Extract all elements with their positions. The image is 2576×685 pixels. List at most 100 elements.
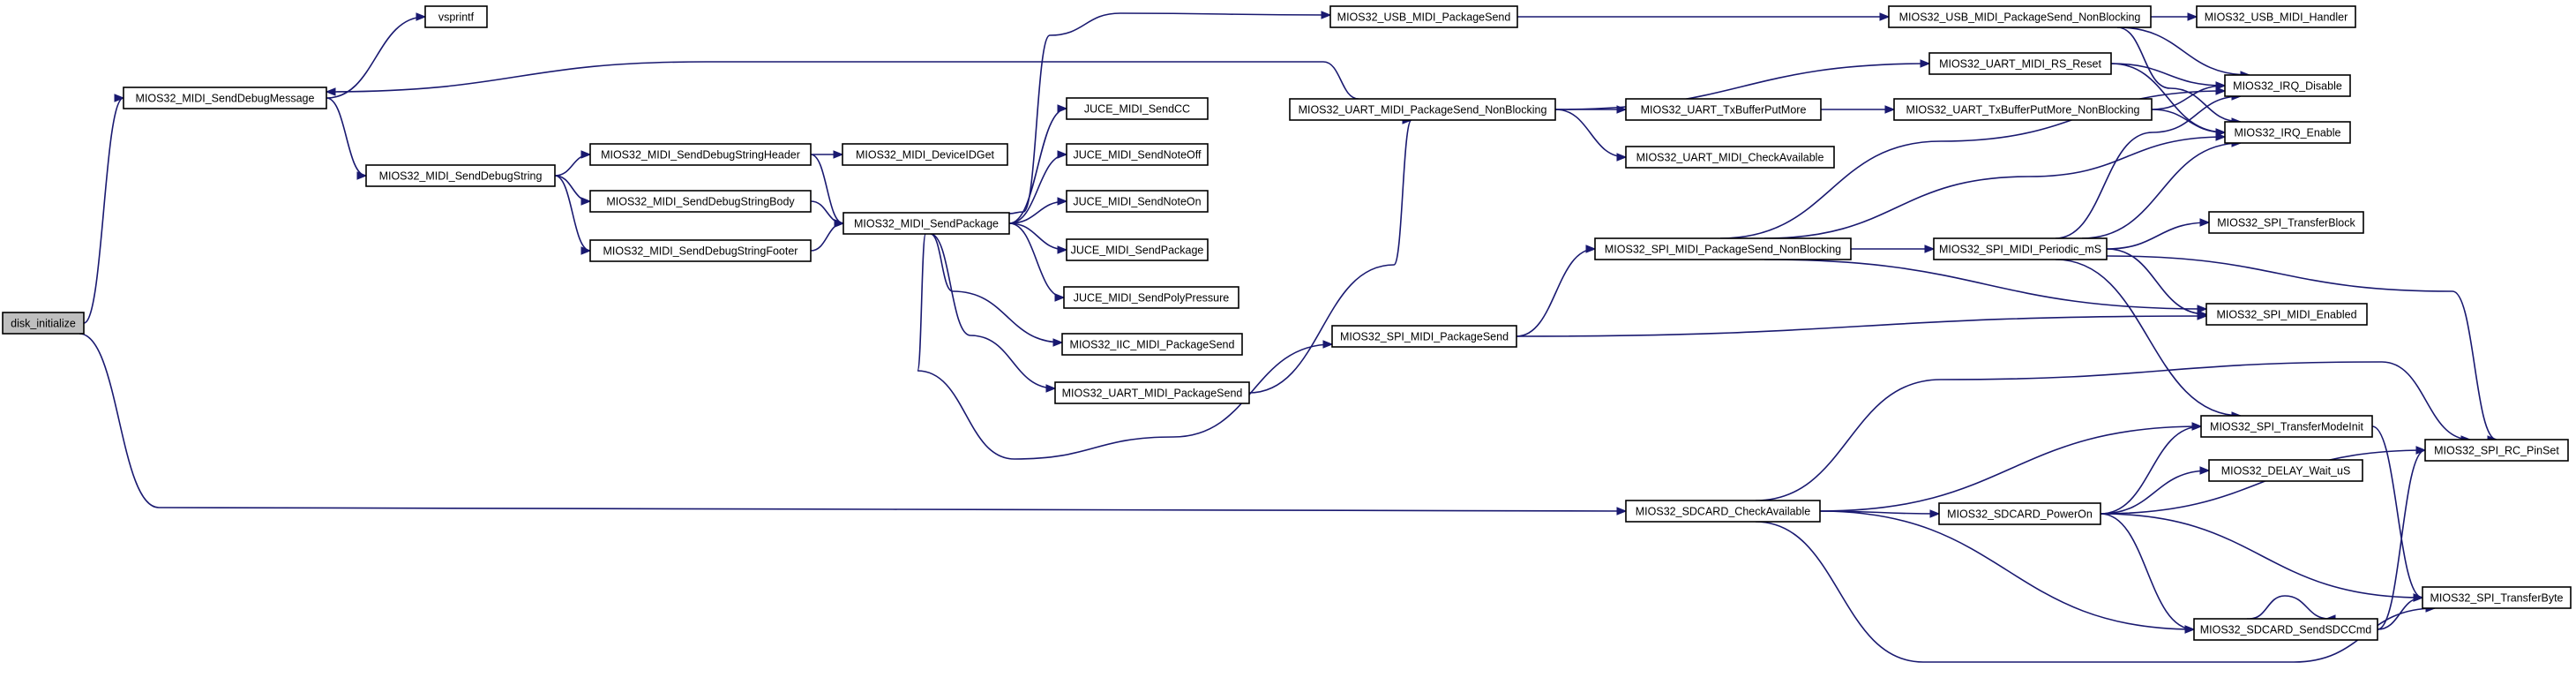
- node-box[interactable]: [1331, 325, 1517, 348]
- node-JUCE_MIDI_SendNoteOn[interactable]: JUCE_MIDI_SendNoteOn: [1066, 190, 1209, 213]
- node-MIOS32_USB_MIDI_PackageSend_NonBlocking[interactable]: MIOS32_USB_MIDI_PackageSend_NonBlocking: [1888, 5, 2152, 28]
- node-label: MIOS32_IRQ_Enable: [2235, 127, 2341, 139]
- node-box[interactable]: [123, 87, 327, 109]
- edge-arrowhead: [1924, 245, 1936, 253]
- node-label: MIOS32_SPI_TransferBlock: [2217, 217, 2355, 230]
- node-box[interactable]: [589, 239, 812, 262]
- node-box[interactable]: [842, 212, 1010, 235]
- edge-arrowhead: [2415, 446, 2427, 455]
- node-MIOS32_UART_MIDI_PackageSend_NonBlocking[interactable]: MIOS32_UART_MIDI_PackageSend_NonBlocking: [1289, 98, 1556, 121]
- node-MIOS32_SPI_TransferBlock[interactable]: MIOS32_SPI_TransferBlock: [2208, 211, 2364, 234]
- node-box[interactable]: [1893, 98, 2153, 121]
- node-MIOS32_MIDI_SendDebugMessage[interactable]: MIOS32_MIDI_SendDebugMessage: [123, 87, 327, 109]
- node-box[interactable]: [1625, 98, 1822, 121]
- node-box[interactable]: [2208, 459, 2363, 482]
- node-MIOS32_IIC_MIDI_PackageSend[interactable]: MIOS32_IIC_MIDI_PackageSend: [1061, 333, 1243, 356]
- node-box[interactable]: [2205, 303, 2368, 326]
- node-MIOS32_SPI_MIDI_Enabled[interactable]: MIOS32_SPI_MIDI_Enabled: [2205, 303, 2368, 326]
- edge-arrowhead: [2199, 466, 2211, 475]
- node-MIOS32_SPI_TransferByte[interactable]: MIOS32_SPI_TransferByte: [2422, 586, 2572, 609]
- node-box[interactable]: [1063, 286, 1239, 309]
- node-MIOS32_USB_MIDI_Handler[interactable]: MIOS32_USB_MIDI_Handler: [2196, 5, 2356, 28]
- node-box[interactable]: [1054, 381, 1250, 404]
- node-MIOS32_DELAY_Wait_uS[interactable]: MIOS32_DELAY_Wait_uS: [2208, 459, 2363, 482]
- node-JUCE_MIDI_SendCC[interactable]: JUCE_MIDI_SendCC: [1066, 97, 1209, 120]
- node-box[interactable]: [1888, 5, 2152, 28]
- node-box[interactable]: [589, 190, 812, 213]
- node-box[interactable]: [2200, 415, 2373, 438]
- node-MIOS32_UART_MIDI_PackageSend[interactable]: MIOS32_UART_MIDI_PackageSend: [1054, 381, 1250, 404]
- node-MIOS32_SPI_RC_PinSet[interactable]: MIOS32_SPI_RC_PinSet: [2424, 439, 2569, 462]
- node-MIOS32_SPI_MIDI_Periodic_mS[interactable]: MIOS32_SPI_MIDI_Periodic_mS: [1933, 237, 2108, 260]
- node-MIOS32_IRQ_Disable[interactable]: MIOS32_IRQ_Disable: [2224, 74, 2351, 97]
- node-box[interactable]: [1066, 238, 1209, 261]
- node-box[interactable]: [2424, 439, 2569, 462]
- node-box[interactable]: [1933, 237, 2108, 260]
- node-box[interactable]: [2193, 618, 2378, 641]
- node-label: MIOS32_MIDI_SendDebugMessage: [136, 93, 315, 105]
- edge-MIOS32_SDCARD_PowerOn-to-MIOS32_DELAY_Wait_uS: [2100, 470, 2210, 515]
- node-MIOS32_SDCARD_PowerOn[interactable]: MIOS32_SDCARD_PowerOn: [1938, 502, 2101, 525]
- edge-MIOS32_SPI_MIDI_PackageSend-to-MIOS32_SPI_MIDI_PackageSend_NonBlocking: [1516, 248, 1596, 337]
- node-MIOS32_IRQ_Enable[interactable]: MIOS32_IRQ_Enable: [2224, 121, 2351, 144]
- edge-MIOS32_SDCARD_SendSDCCmd-to-MIOS32_SDCARD_SendSDCCmd: [2247, 595, 2330, 620]
- edge-MIOS32_SPI_TransferModeInit-to-MIOS32_SPI_TransferByte: [2371, 425, 2423, 598]
- node-MIOS32_SPI_TransferModeInit[interactable]: MIOS32_SPI_TransferModeInit: [2200, 415, 2373, 438]
- node-MIOS32_UART_MIDI_RS_Reset[interactable]: MIOS32_UART_MIDI_RS_Reset: [1928, 52, 2112, 75]
- node-vsprintf[interactable]: vsprintf: [424, 5, 488, 28]
- node-box[interactable]: [1066, 97, 1209, 120]
- node-MIOS32_UART_MIDI_CheckAvailable[interactable]: MIOS32_UART_MIDI_CheckAvailable: [1625, 146, 1835, 169]
- edge-arrowhead: [1057, 104, 1068, 113]
- edge-MIOS32_SDCARD_CheckAvailable-to-MIOS32_SPI_TransferByte: [1755, 521, 2436, 663]
- node-MIOS32_USB_MIDI_PackageSend[interactable]: MIOS32_USB_MIDI_PackageSend: [1329, 5, 1518, 28]
- node-box[interactable]: [1938, 502, 2101, 525]
- edge-arrowhead: [2215, 132, 2227, 141]
- node-MIOS32_UART_TxBufferPutMore[interactable]: MIOS32_UART_TxBufferPutMore: [1625, 98, 1822, 121]
- node-box[interactable]: [2224, 121, 2351, 144]
- node-box[interactable]: [1329, 5, 1518, 28]
- node-label: MIOS32_SDCARD_PowerOn: [1947, 508, 2093, 521]
- node-MIOS32_MIDI_SendDebugStringBody[interactable]: MIOS32_MIDI_SendDebugStringBody: [589, 190, 812, 213]
- node-box[interactable]: [365, 164, 556, 187]
- node-box[interactable]: [842, 143, 1008, 166]
- node-box[interactable]: [1625, 500, 1821, 523]
- edge-MIOS32_SPI_MIDI_Periodic_mS-to-MIOS32_IRQ_Enable: [2081, 142, 2242, 239]
- node-MIOS32_MIDI_DeviceIDGet[interactable]: MIOS32_MIDI_DeviceIDGet: [842, 143, 1008, 166]
- node-MIOS32_UART_TxBufferPutMore_NonBlocking[interactable]: MIOS32_UART_TxBufferPutMore_NonBlocking: [1893, 98, 2153, 121]
- edge-arrowhead: [114, 94, 125, 102]
- edge-MIOS32_SPI_MIDI_PackageSend_NonBlocking-to-MIOS32_IRQ_Enable: [1764, 136, 2226, 239]
- node-JUCE_MIDI_SendNoteOff[interactable]: JUCE_MIDI_SendNoteOff: [1066, 143, 1209, 166]
- node-box[interactable]: [1594, 237, 1852, 260]
- node-box[interactable]: [1289, 98, 1556, 121]
- node-MIOS32_SDCARD_CheckAvailable[interactable]: MIOS32_SDCARD_CheckAvailable: [1625, 500, 1821, 523]
- node-box[interactable]: [424, 5, 488, 28]
- node-box[interactable]: [2224, 74, 2351, 97]
- node-box[interactable]: [1066, 190, 1209, 213]
- node-JUCE_MIDI_SendPolyPressure[interactable]: JUCE_MIDI_SendPolyPressure: [1063, 286, 1239, 309]
- node-box[interactable]: [2208, 211, 2364, 234]
- edge-MIOS32_UART_MIDI_PackageSend-to-MIOS32_UART_MIDI_PackageSend_NonBlocking: [1248, 119, 1412, 394]
- node-MIOS32_MIDI_SendDebugStringFooter[interactable]: MIOS32_MIDI_SendDebugStringFooter: [589, 239, 812, 262]
- node-MIOS32_MIDI_SendDebugString[interactable]: MIOS32_MIDI_SendDebugString: [365, 164, 556, 187]
- node-box[interactable]: [2196, 5, 2356, 28]
- node-disk_initialize[interactable]: disk_initialize: [2, 312, 85, 335]
- node-box[interactable]: [1066, 143, 1209, 166]
- node-JUCE_MIDI_SendPackage[interactable]: JUCE_MIDI_SendPackage: [1066, 238, 1209, 261]
- node-box[interactable]: [1625, 146, 1835, 169]
- node-box[interactable]: [1061, 333, 1243, 356]
- edge-arrowhead: [580, 197, 592, 206]
- edge-MIOS32_MIDI_SendPackage-to-MIOS32_IIC_MIDI_PackageSend: [930, 233, 1063, 343]
- edge-arrowhead: [1321, 11, 1332, 19]
- edge-MIOS32_UART_TxBufferPutMore_NonBlocking-to-MIOS32_IRQ_Disable: [2151, 85, 2226, 110]
- node-box[interactable]: [1928, 52, 2112, 75]
- node-box[interactable]: [2422, 586, 2572, 609]
- node-MIOS32_SPI_MIDI_PackageSend_NonBlocking[interactable]: MIOS32_SPI_MIDI_PackageSend_NonBlocking: [1594, 237, 1852, 260]
- node-MIOS32_MIDI_SendPackage[interactable]: MIOS32_MIDI_SendPackage: [842, 212, 1010, 235]
- node-label: MIOS32_SPI_MIDI_Enabled: [2216, 309, 2356, 321]
- node-MIOS32_SPI_MIDI_PackageSend[interactable]: MIOS32_SPI_MIDI_PackageSend: [1331, 325, 1517, 348]
- edge-MIOS32_SDCARD_CheckAvailable-to-MIOS32_SPI_TransferModeInit: [1819, 425, 2202, 512]
- node-box[interactable]: [2, 312, 85, 335]
- node-box[interactable]: [589, 143, 812, 166]
- node-MIOS32_MIDI_SendDebugStringHeader[interactable]: MIOS32_MIDI_SendDebugStringHeader: [589, 143, 812, 166]
- node-MIOS32_SDCARD_SendSDCCmd[interactable]: MIOS32_SDCARD_SendSDCCmd: [2193, 618, 2378, 641]
